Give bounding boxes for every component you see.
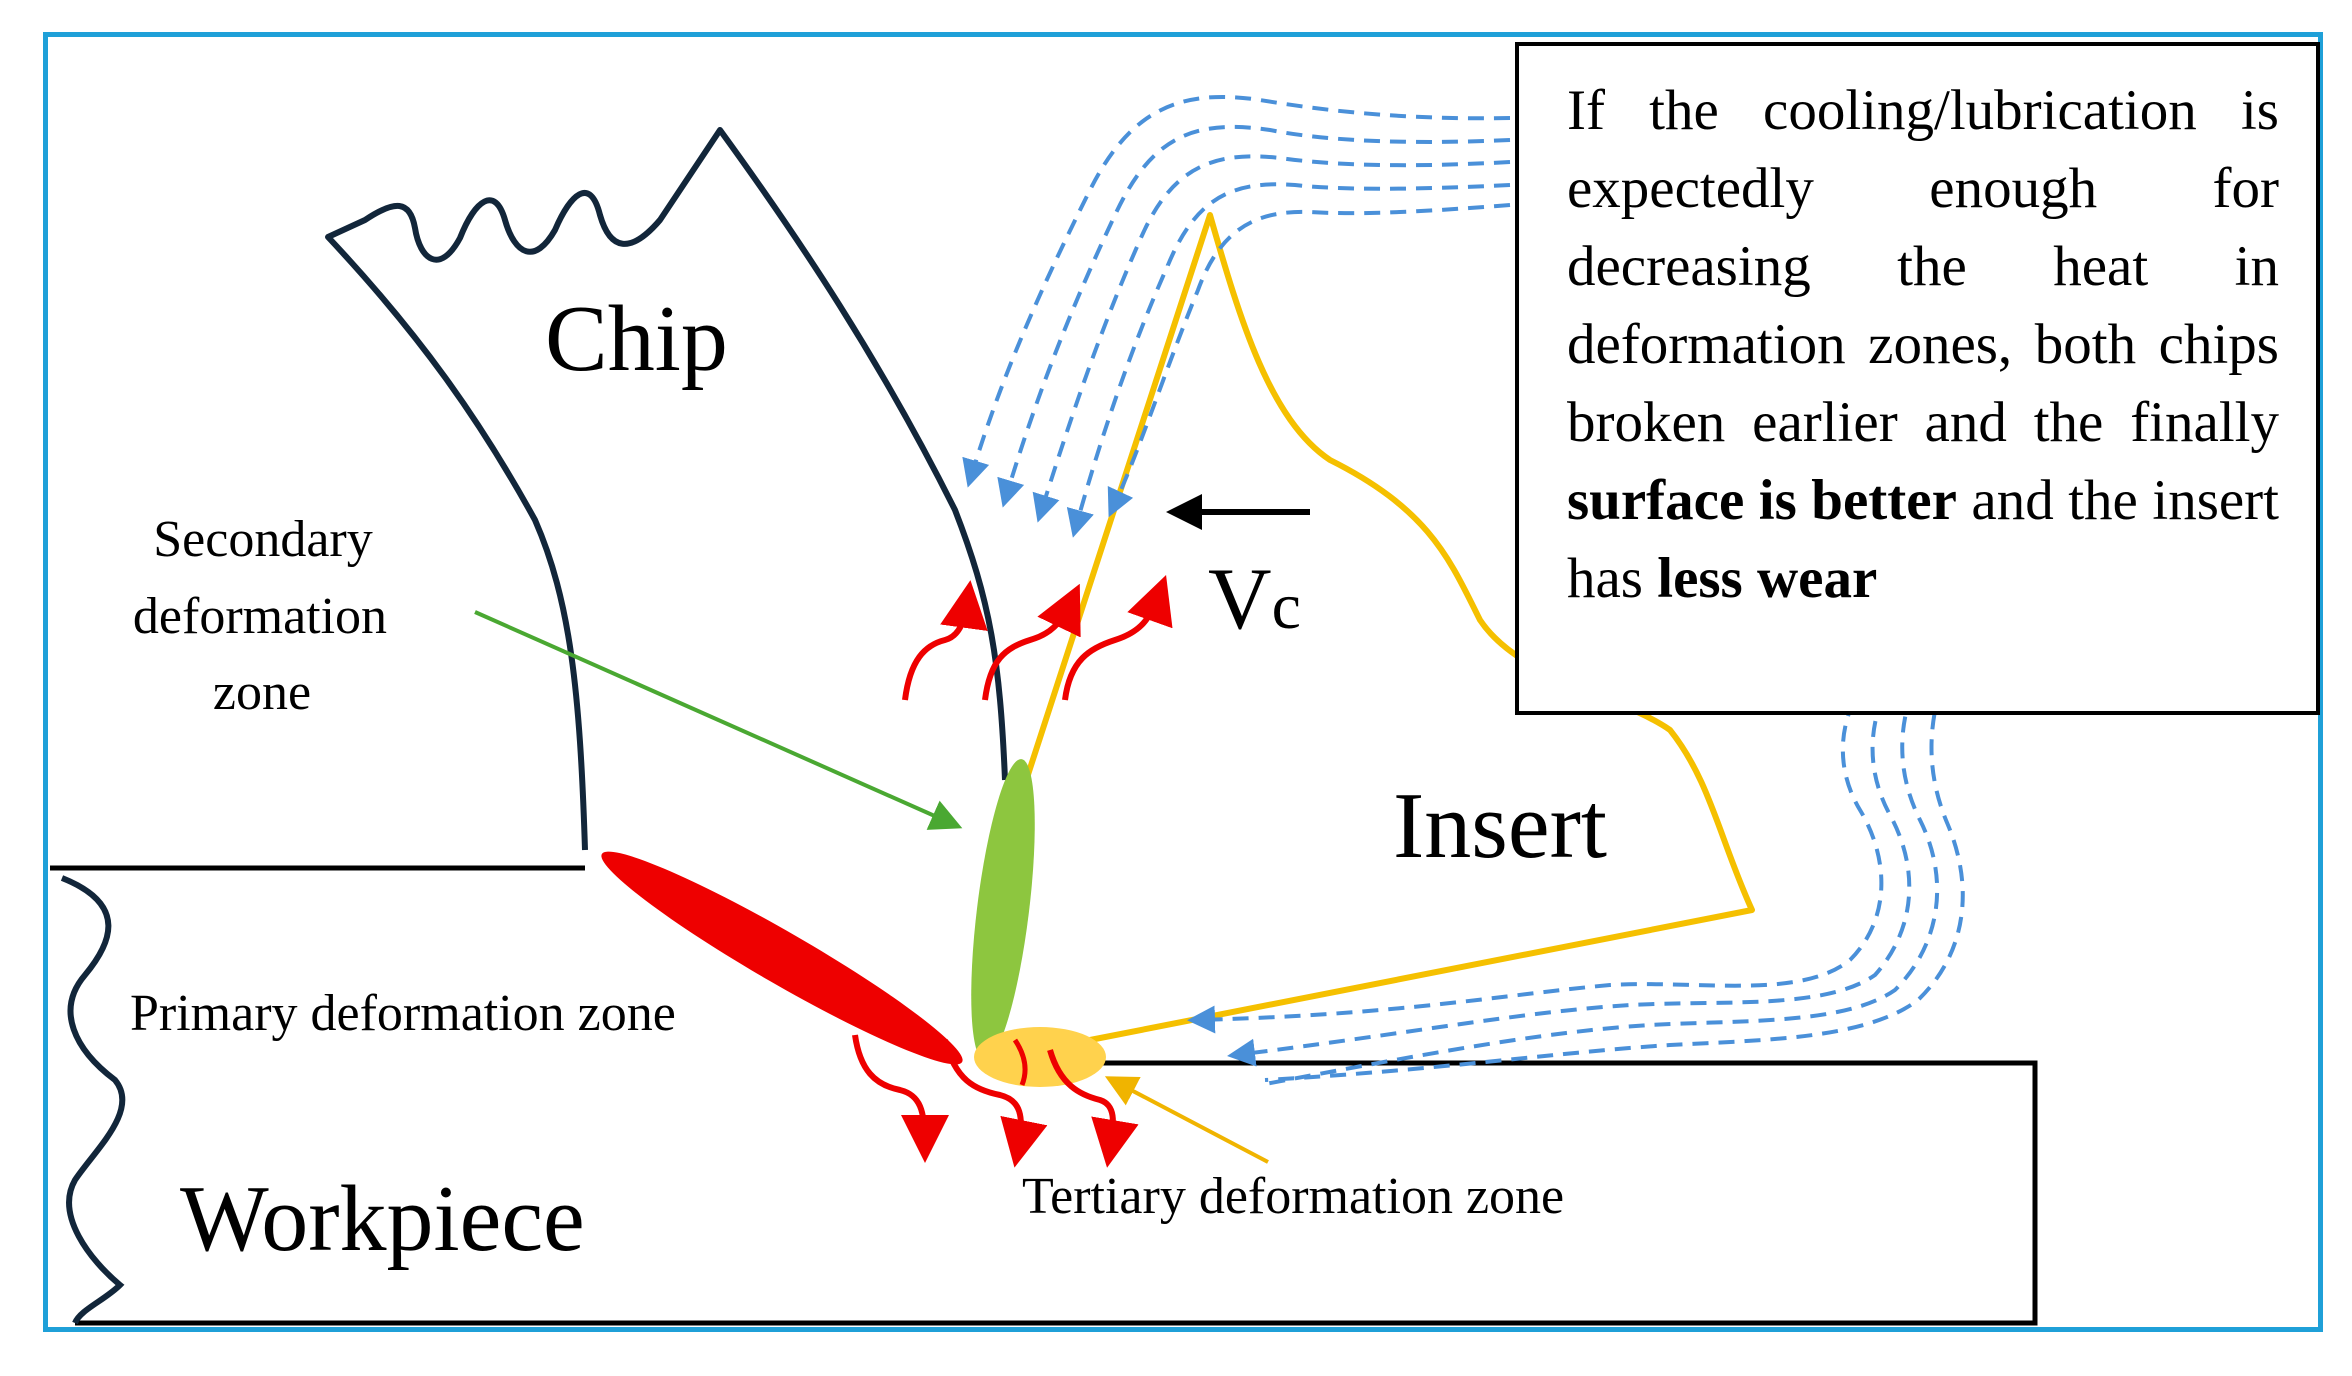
tertiary-deformation-zone (974, 1027, 1106, 1087)
heat-arrows-upper (902, 575, 1173, 701)
workpiece-shape (50, 865, 2038, 1326)
secondary-label-line3: zone (213, 664, 311, 721)
coolant-flow-bottom (1187, 639, 1965, 1087)
primary-label: Primary deformation zone (130, 985, 676, 1042)
diagram-frame (43, 32, 2323, 1332)
vc-label: Vc (1208, 551, 1301, 648)
coolant-flow-top (962, 95, 1511, 538)
workpiece-label: Workpiece (180, 1167, 585, 1271)
insert-label: Insert (1393, 774, 1607, 878)
secondary-label-line2: deformation (133, 588, 387, 645)
heat-arrows-lower (852, 1034, 1139, 1168)
chip-label: Chip (545, 287, 728, 391)
primary-deformation-zone (601, 851, 963, 1065)
tertiary-pointer-arrow (1104, 1076, 1269, 1164)
chip-shape (325, 127, 1008, 851)
cooling-note-text: If the cooling/lubrication is expectedly… (1567, 79, 2279, 610)
secondary-deformation-zone (971, 759, 1035, 1061)
secondary-pointer-arrow (474, 610, 963, 830)
secondary-label-line1: Secondary (153, 511, 372, 568)
insert-shape (1007, 212, 1755, 1043)
tertiary-label: Tertiary deformation zone (1022, 1168, 1564, 1225)
cooling-note-box: If the cooling/lubrication is expectedly… (1515, 42, 2320, 715)
